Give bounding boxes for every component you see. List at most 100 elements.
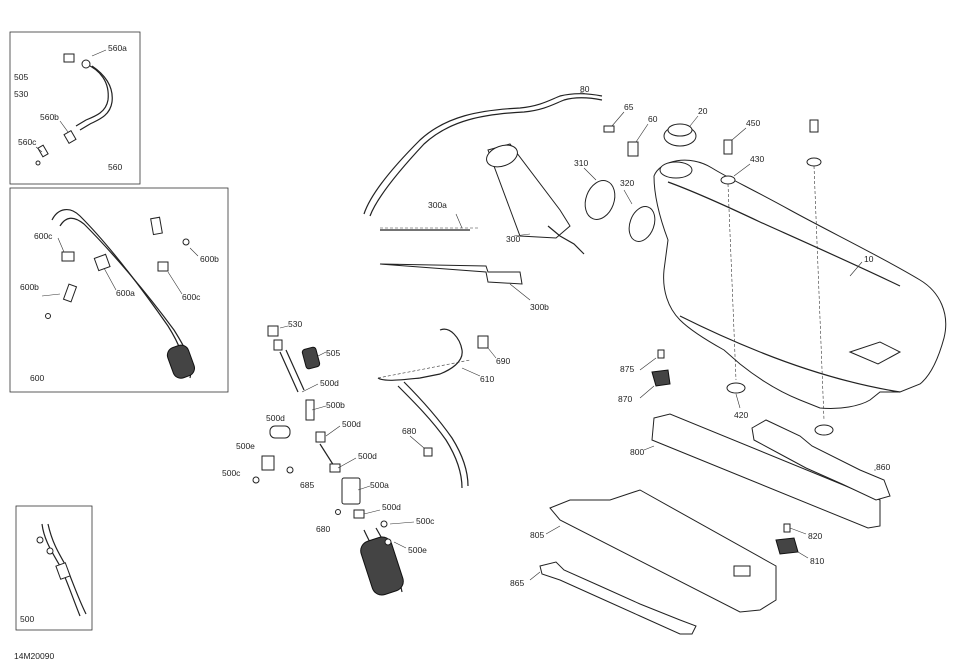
grommet-450 [723, 139, 733, 155]
callout-600a: 600a [116, 288, 135, 298]
clamp-65 [603, 125, 615, 133]
rubber-mount-420-2 [814, 424, 834, 436]
washer-tank [806, 157, 822, 167]
elbow-500d [269, 425, 291, 439]
callout-500d-4: 500d [358, 451, 377, 461]
ring-320 [628, 206, 656, 242]
callout-600c-2: 600c [182, 292, 201, 302]
valve-600b [150, 216, 163, 236]
callout-600b-2: 600b [20, 282, 39, 292]
fitting-500b [305, 399, 315, 421]
bolt-tank [809, 119, 819, 133]
return-hose-group: 690 610 680 [377, 328, 510, 489]
callout-430: 430 [750, 154, 764, 164]
gasket-310 [584, 180, 616, 220]
fuel-tank-10 [653, 159, 947, 409]
washer-600b-2 [45, 313, 51, 319]
connector-560a [63, 53, 75, 63]
clamp-530 [267, 325, 279, 337]
callout-310: 310 [574, 158, 588, 168]
callout-80: 80 [580, 84, 590, 94]
clip-500c [252, 476, 260, 484]
vent-hose-560 [75, 63, 109, 127]
callout-300a: 300a [428, 200, 447, 210]
clamp-600c [61, 251, 75, 262]
panel-600: 600c 600b 600a 600c 600b 600 [9, 187, 229, 393]
vent-hose-80 [363, 93, 603, 215]
callout-810: 810 [810, 556, 824, 566]
callout-820: 820 [808, 531, 822, 541]
callout-875: 875 [620, 364, 634, 374]
rubber-mount-420 [726, 382, 746, 394]
clip-690 [477, 335, 489, 349]
callout-65: 65 [624, 102, 634, 112]
callout-530: 530 [288, 319, 302, 329]
callout-300: 300 [506, 234, 520, 244]
callout-690: 690 [496, 356, 510, 366]
valve-60 [627, 141, 639, 157]
panel-600-label: 600 [30, 373, 44, 383]
clip-500c-2 [380, 520, 388, 528]
callout-500e-1: 500e [236, 441, 255, 451]
callout-680-2: 680 [402, 426, 416, 436]
panel-500: 500 [15, 505, 93, 631]
panel-500-frame [15, 505, 93, 631]
clip-870 [651, 369, 671, 387]
clamp-560a [81, 59, 91, 69]
clip-680 [335, 509, 341, 515]
clip-810 [775, 537, 799, 555]
callout-560b: 560b [40, 112, 59, 122]
filter-500a [341, 477, 361, 505]
callout-805: 805 [530, 530, 544, 540]
bracket-860 [751, 419, 891, 501]
callout-600c-1: 600c [34, 231, 53, 241]
callout-20: 20 [698, 106, 708, 116]
callout-610: 610 [480, 374, 494, 384]
filter-500 [55, 562, 71, 580]
sleeve-505 [301, 346, 321, 370]
panel-560: 560a 505 530 560b 560c 560 [9, 31, 141, 185]
callout-505-box: 505 [14, 72, 28, 82]
bracket-865 [539, 561, 697, 635]
fuel-line-group: 530 505 500d 500b 500d 500d 500e 500d 50… [222, 319, 435, 596]
callout-685: 685 [300, 480, 314, 490]
clip-680-2 [423, 447, 433, 457]
clamp-500d-5 [353, 509, 365, 519]
callout-450: 450 [746, 118, 760, 128]
plate-800 [651, 413, 881, 529]
callout-500d-3: 500d [342, 419, 361, 429]
callout-300b: 300b [530, 302, 549, 312]
clip-group: 875 870 [618, 349, 671, 404]
clamp-600c-2 [157, 261, 169, 272]
fuel-pump-300 [487, 143, 571, 239]
callout-560a: 560a [108, 43, 127, 53]
tee-500e [261, 455, 275, 471]
callout-500d-2: 500d [266, 413, 285, 423]
hose-505 [279, 351, 299, 393]
clip-560c [35, 160, 41, 166]
callout-530-box: 530 [14, 89, 28, 99]
callout-420: 420 [734, 410, 748, 420]
tee-500e-2 [384, 538, 392, 546]
screw-820 [783, 523, 791, 533]
washer-430 [720, 175, 736, 185]
panel-560-label: 560 [108, 162, 122, 172]
callout-500b: 500b [326, 400, 345, 410]
callout-500a: 500a [370, 480, 389, 490]
callout-500d-5: 500d [382, 502, 401, 512]
hose-680 [397, 385, 463, 489]
panel-600-frame [9, 187, 229, 393]
clamp-500d-4 [329, 463, 341, 473]
callout-500e-2: 500e [408, 545, 427, 555]
tank-mount-tab [848, 341, 902, 365]
hose-end-600a [166, 344, 195, 379]
hose-610 [377, 328, 463, 381]
callout-560c: 560c [18, 137, 37, 147]
valve-560b [63, 129, 77, 145]
mounting-plates-group: 800 860 805 820 810 865 [510, 413, 891, 635]
washer-600b [182, 238, 190, 246]
callout-320: 320 [620, 178, 634, 188]
callout-865: 865 [510, 578, 524, 588]
callout-500c-2: 500c [416, 516, 435, 526]
